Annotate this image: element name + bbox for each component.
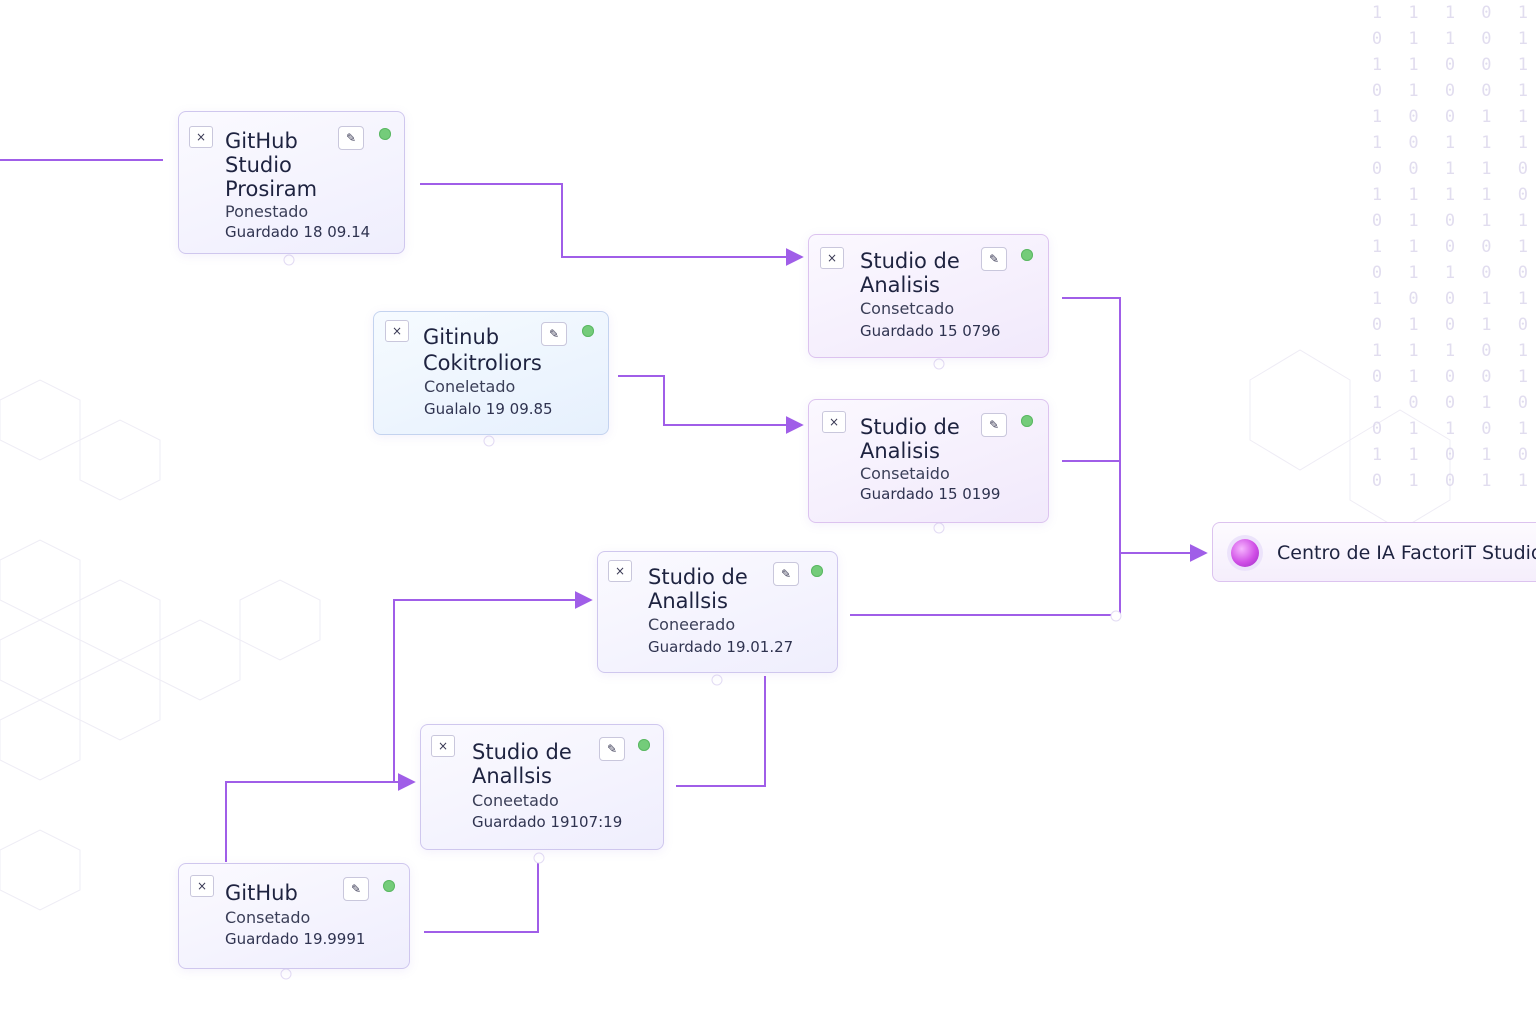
- status-dot: [1021, 415, 1033, 427]
- node-saved: Guardado 19.01.27: [648, 638, 794, 656]
- edit-icon[interactable]: ✎: [541, 322, 567, 346]
- edit-icon[interactable]: ✎: [981, 247, 1007, 271]
- close-icon[interactable]: ×: [189, 126, 213, 148]
- hub-label: Centro de IA FactoriT Studio: [1277, 542, 1536, 564]
- edit-icon[interactable]: ✎: [599, 737, 625, 761]
- node-studio-analisis-3[interactable]: × ✎ Studio de Anallsis Coneerado Guardad…: [597, 551, 838, 673]
- node-status: Consetado: [225, 908, 311, 927]
- status-dot: [383, 880, 395, 892]
- status-dot: [1021, 249, 1033, 261]
- node-title: Studio de Anallsis: [472, 740, 572, 788]
- link-github-to-analisis-4-bottom: [424, 856, 539, 933]
- node-title: GitHub: [225, 881, 298, 905]
- link-bus-to-analisis-3: [393, 591, 593, 782]
- node-title: Studio de Analisis: [860, 415, 960, 463]
- link-github-studio-to-analisis-1: [420, 183, 804, 266]
- node-gitinub-controllers[interactable]: × ✎ Gitinub Cokitroliors Coneletado Gual…: [373, 311, 609, 435]
- node-status: Ponestado: [225, 202, 309, 221]
- node-saved: Guardado 15 0796: [860, 322, 1001, 340]
- link-analisis-4-to-analisis-3: [676, 676, 766, 787]
- status-dot: [638, 739, 650, 751]
- node-status: Coneerado: [648, 615, 736, 634]
- link-analisis-3-to-hub: [850, 553, 1121, 616]
- close-icon[interactable]: ×: [822, 411, 846, 433]
- ai-orb-icon: [1231, 539, 1259, 567]
- node-status: Consetcado: [860, 299, 955, 318]
- node-saved: Gualalo 19 09.85: [424, 400, 553, 418]
- edit-icon[interactable]: ✎: [981, 413, 1007, 437]
- node-github[interactable]: × ✎ GitHub Consetado Guardado 19.9991: [178, 863, 410, 969]
- edit-icon[interactable]: ✎: [343, 877, 369, 901]
- hub-node[interactable]: Centro de IA FactoriT Studio: [1212, 522, 1536, 582]
- node-title: Studio de Analisis: [860, 249, 960, 297]
- node-title: Gitinub Cokitroliors: [423, 325, 542, 375]
- node-status: Coneetado: [472, 791, 559, 810]
- status-dot: [582, 325, 594, 337]
- node-saved: Guardado 15 0199: [860, 485, 1001, 503]
- link-gitinub-to-analisis-2: [618, 375, 804, 434]
- node-studio-analisis-1[interactable]: × ✎ Studio de Analisis Consetcado Guarda…: [808, 234, 1049, 358]
- close-icon[interactable]: ×: [385, 320, 409, 342]
- node-studio-analisis-4[interactable]: × ✎ Studio de Anallsis Coneetado Guardad…: [420, 724, 664, 850]
- status-dot: [811, 565, 823, 577]
- close-icon[interactable]: ×: [190, 875, 214, 897]
- edit-icon[interactable]: ✎: [773, 562, 799, 586]
- link-analisis-1-to-hub: [1062, 297, 1121, 553]
- node-saved: Guardado 18 09.14: [225, 223, 371, 241]
- node-status: Consetaido: [860, 464, 950, 483]
- node-saved: Guardado 19.9991: [225, 930, 366, 948]
- edit-icon[interactable]: ✎: [338, 126, 364, 150]
- close-icon[interactable]: ×: [431, 735, 455, 757]
- node-title: GitHub Studio Prosiram: [225, 129, 318, 201]
- node-saved: Guardado 19107:19: [472, 813, 623, 831]
- close-icon[interactable]: ×: [820, 247, 844, 269]
- link-github-to-analisis-4: [225, 773, 416, 862]
- status-dot: [379, 128, 391, 140]
- node-status: Coneletado: [424, 377, 516, 396]
- node-github-studio[interactable]: × ✎ GitHub Studio Prosiram Ponestado Gua…: [178, 111, 405, 254]
- node-studio-analisis-2[interactable]: × ✎ Studio de Analisis Consetaido Guarda…: [808, 399, 1049, 523]
- node-title: Studio de Anallsis: [648, 565, 748, 613]
- close-icon[interactable]: ×: [608, 560, 632, 582]
